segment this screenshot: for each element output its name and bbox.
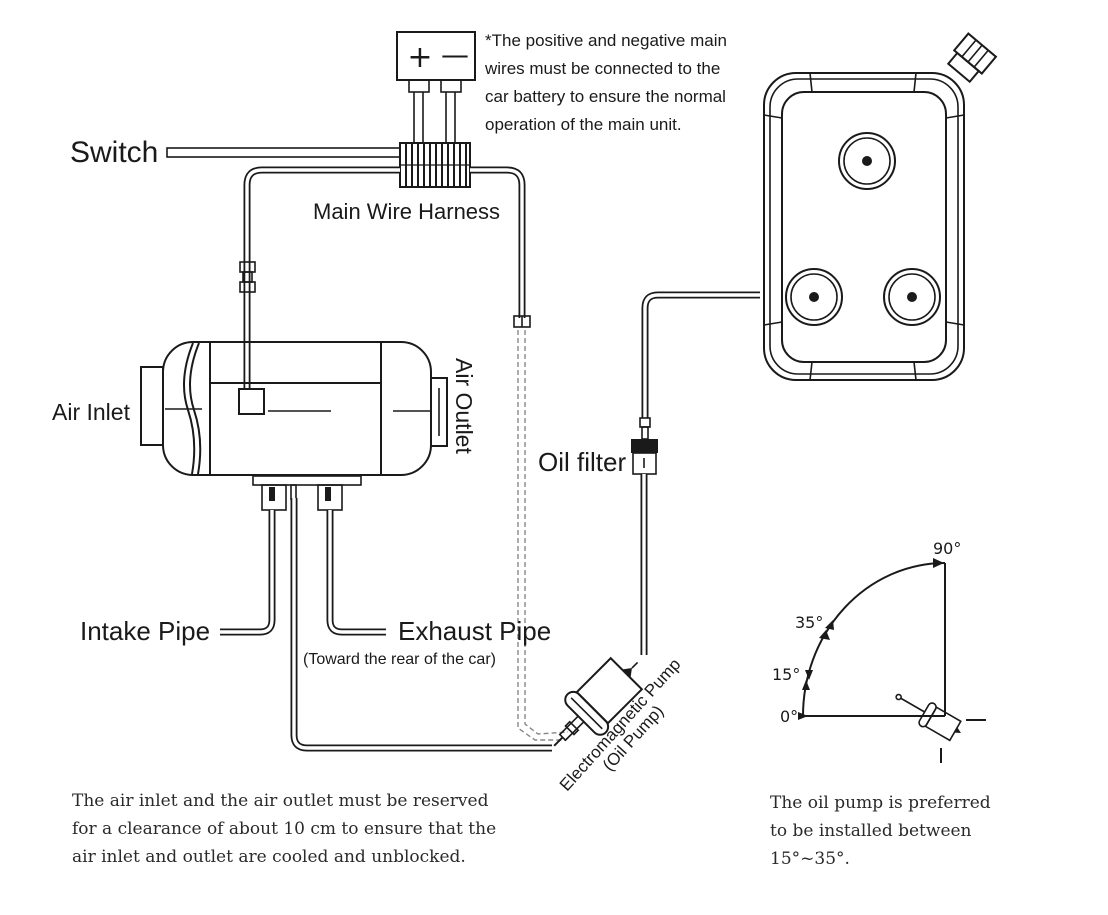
angle-note-line: to be installed between	[770, 821, 972, 841]
clearance-note-line: for a clearance of about 10 cm to ensure…	[72, 819, 496, 839]
electromagnetic-pump	[553, 656, 644, 747]
angle-label-35: 35°	[795, 613, 823, 632]
oil-filter-label: Oil filter	[538, 447, 626, 477]
angle-note: The oil pump is preferred to be installe…	[770, 793, 991, 869]
battery-note: *The positive and negative main wires mu…	[484, 31, 727, 134]
fuel-line-from-tank	[641, 291, 760, 418]
fuel-tank	[763, 32, 998, 381]
battery-note-line: operation of the main unit.	[485, 115, 682, 134]
mini-pump-icon	[895, 693, 962, 742]
angle-label-90: 90°	[933, 539, 961, 558]
battery-post-negative	[440, 79, 462, 93]
pump-label-line1: Electromagnetic Pump	[556, 655, 685, 795]
tank-outer-shell	[763, 72, 965, 381]
battery-note-line: *The positive and negative main	[485, 31, 727, 50]
tank-port	[883, 268, 941, 326]
oil-filter: Oil filter	[538, 417, 658, 477]
battery-plus-terminal: +	[407, 40, 432, 75]
switch-wire: Switch	[70, 136, 403, 169]
tank-port	[838, 132, 896, 190]
air-inlet-label: Air Inlet	[52, 399, 131, 425]
battery: + —	[396, 31, 476, 145]
air-outlet-flange	[430, 377, 448, 447]
heater-body	[162, 341, 432, 476]
angle-label-15: 15°	[772, 665, 800, 684]
pump-angle-diagram: 0° 15° 35° 90°	[772, 539, 986, 763]
battery-minus-terminal: —	[441, 38, 469, 71]
tank-inner-panel	[781, 91, 947, 363]
air-inlet-flange	[140, 366, 164, 446]
harness-cable-to-pump	[470, 166, 526, 318]
clearance-note-line: air inlet and outlet are cooled and unbl…	[72, 847, 466, 867]
switch-cable	[166, 147, 403, 158]
main-wire-harness-label: Main Wire Harness	[313, 199, 500, 224]
main-wire-harness: Main Wire Harness	[313, 142, 500, 224]
heater-main-unit: Air Inlet Air Outlet	[52, 341, 477, 511]
battery-note-line: wires must be connected to the	[484, 59, 720, 78]
air-outlet-label: Air Outlet	[451, 358, 477, 454]
exhaust-pipe	[326, 510, 386, 636]
angle-arc	[802, 562, 946, 717]
tank-filler-cap	[946, 32, 998, 84]
tank-port	[785, 268, 843, 326]
intake-pipe-label: Intake Pipe	[80, 616, 210, 646]
clearance-note-line: The air inlet and the air outlet must be…	[72, 791, 489, 811]
battery-post-positive	[408, 79, 430, 93]
intake-pipe	[220, 510, 276, 636]
switch-label: Switch	[70, 136, 158, 169]
battery-body	[396, 31, 476, 81]
exhaust-pipe-note: (Toward the rear of the car)	[303, 651, 496, 668]
pump-signal-wire	[517, 330, 565, 741]
angle-note-line: The oil pump is preferred	[770, 793, 991, 813]
angle-note-line: 15°~35°.	[770, 849, 850, 869]
clearance-note: The air inlet and the air outlet must be…	[72, 791, 496, 867]
control-box	[238, 388, 265, 415]
angle-label-0: 0°	[780, 707, 798, 726]
exhaust-pipe-label: Exhaust Pipe	[398, 616, 551, 646]
battery-note-line: car battery to ensure the normal	[485, 87, 726, 106]
